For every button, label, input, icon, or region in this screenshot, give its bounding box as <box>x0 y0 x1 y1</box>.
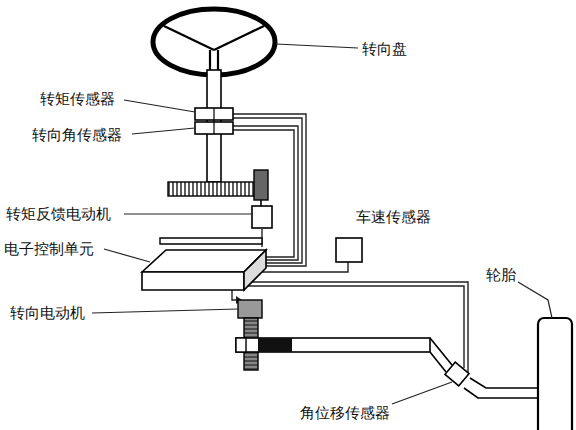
part-label: 转向电动机 <box>10 304 85 322</box>
part-label: 转向盘 <box>362 40 407 58</box>
part-label: 电子控制单元 <box>4 240 94 258</box>
part-label: 转矩反馈电动机 <box>6 205 111 223</box>
part-label: 转矩传感器 <box>40 90 115 108</box>
part-label: 轮胎 <box>486 266 516 284</box>
part-label: 车速传感器 <box>356 208 431 226</box>
part-label: 转向角传感器 <box>32 126 122 144</box>
part-label: 角位移传感器 <box>300 404 390 422</box>
